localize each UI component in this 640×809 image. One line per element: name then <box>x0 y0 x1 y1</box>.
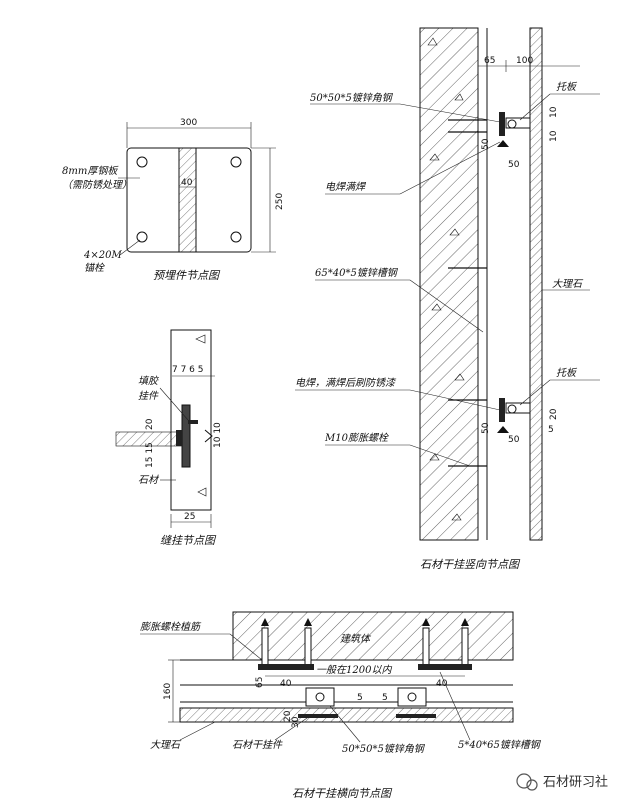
caption-vertical: 石材干挂竖向节点图 <box>420 558 521 571</box>
label-bracket-bottom: 托板 <box>556 367 578 379</box>
label-channel: 65*40*5镀锌槽钢 <box>315 267 399 279</box>
label-angle-h: 50*50*5镀锌角钢 <box>342 743 426 755</box>
dim-left: 20 <box>145 418 155 430</box>
label-span: 一般在1200以内 <box>316 664 392 676</box>
dim-5-b: 5 <box>382 693 388 703</box>
dim-20-h: 20 <box>283 710 293 722</box>
dim-160: 160 <box>163 683 173 700</box>
dim-100: 100 <box>516 56 533 66</box>
dim-40-b: 40 <box>436 679 448 689</box>
caption-seam: 缝挂节点图 <box>160 534 217 547</box>
embed-plate-right <box>418 664 472 670</box>
caption-embed-plate: 预埋件节点图 <box>153 269 221 282</box>
building-wall <box>232 611 514 661</box>
label-angle: 50*50*5镀锌角钢 <box>310 92 394 104</box>
label-bracket-top: 托板 <box>556 81 578 93</box>
dim-10: 10 <box>549 130 559 142</box>
label-building: 建筑体 <box>340 633 372 645</box>
dim-20: 20 <box>549 408 559 420</box>
embed-plate-left <box>258 664 314 670</box>
dim-40-a: 40 <box>280 679 292 689</box>
dim-50-c: 50 <box>481 422 491 434</box>
vertical-section: 65 100 50 50 50 50 10 10 20 5 50*50*5镀锌角… <box>295 27 600 571</box>
bolt-hole <box>136 231 148 243</box>
caption-horizontal: 石材干挂横向节点图 <box>292 787 393 800</box>
bracket-bottom <box>505 402 531 414</box>
dim-30: 30 <box>291 716 301 728</box>
wechat-icon <box>516 773 532 789</box>
dim-height: 250 <box>275 193 285 210</box>
hanger-right <box>397 687 427 707</box>
watermark-text: 石材研习社 <box>543 774 608 790</box>
seam-detail: 7 7 6 5 20 15 15 10 10 25 填胶 挂件 石材 缝挂节点图 <box>115 329 223 547</box>
marble-panel-h <box>179 707 514 723</box>
label-marble: 大理石 <box>552 278 584 290</box>
dims-top: 7 7 6 5 <box>172 365 204 375</box>
dim-5: 5 <box>548 425 554 435</box>
watermark: 石材研习社 <box>516 773 608 791</box>
marble-panel <box>529 27 543 541</box>
embed-plate-detail: 300 250 40 8mm厚钢板 （需防锈处理） 4×20M 锚栓 预埋件节点… <box>62 118 285 282</box>
concrete-wall <box>419 27 479 541</box>
label-weld: 电焊满焊 <box>325 181 367 193</box>
label-weld-2: 电焊，满焊后刷防锈漆 <box>295 377 397 389</box>
label-rebar: 膨胀螺栓植筋 <box>140 621 202 633</box>
dim-bottom: 25 <box>184 512 195 522</box>
horizontal-section: 一般在1200以内 40 40 65 5 5 30 20 160 膨胀螺栓植筋 … <box>140 611 542 800</box>
dim-65: 65 <box>484 56 495 66</box>
label-bolt: 4×20M <box>83 250 122 261</box>
dim-50-b: 50 <box>508 160 520 170</box>
label-bolt: M10膨胀螺栓 <box>324 432 389 444</box>
label-plate-note: （需防锈处理） <box>62 179 132 191</box>
dim-50-a: 50 <box>481 138 491 150</box>
label-bolt-2: 锚栓 <box>84 262 105 274</box>
dim-inner: 40 <box>181 178 193 188</box>
bolt-hole <box>230 156 242 168</box>
dim-right: 10 10 <box>213 422 223 448</box>
dim-width: 300 <box>180 118 197 128</box>
plate-rib <box>178 147 197 253</box>
dim-50-d: 50 <box>508 435 520 445</box>
label-glue: 填胶 <box>138 375 160 387</box>
dim-5-a: 5 <box>357 693 363 703</box>
label-plate: 8mm厚钢板 <box>62 165 119 177</box>
hanger-left <box>305 687 335 707</box>
label-marble-h: 大理石 <box>150 739 182 751</box>
bolt-hole <box>136 156 148 168</box>
dim-65-h: 65 <box>255 677 265 688</box>
label-hanger: 挂件 <box>138 390 159 402</box>
label-channel-h: 5*40*65镀锌槽钢 <box>458 739 542 751</box>
bolt-hole <box>230 231 242 243</box>
dim-10-b: 10 <box>549 106 559 118</box>
bracket-top <box>505 117 531 129</box>
label-hanger-h: 石材干挂件 <box>232 739 283 751</box>
dim-left-2: 15 15 <box>145 442 155 468</box>
label-stone: 石材 <box>138 474 160 486</box>
